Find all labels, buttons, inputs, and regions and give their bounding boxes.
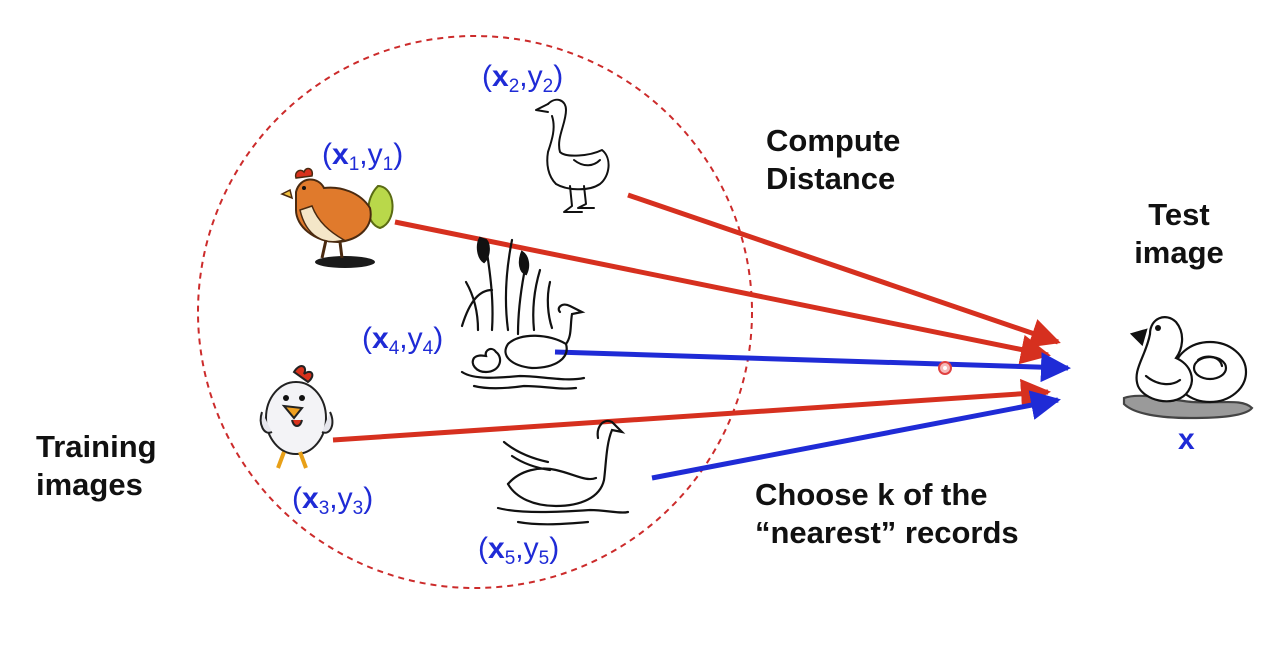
label-x5-y5: (x5,y5) xyxy=(478,532,560,569)
rooster-icon xyxy=(280,167,394,268)
test-vector-x: x xyxy=(1178,423,1195,456)
ducklings-reeds-icon xyxy=(460,236,586,390)
arrow-goose-to-test xyxy=(627,192,1061,348)
chick-icon xyxy=(259,365,334,469)
label-x2-y2: (x2,y2) xyxy=(482,60,564,97)
arrow-ducklings-to-test xyxy=(554,349,1071,383)
arrow-swan-to-test xyxy=(651,390,1061,481)
choose-nearest-text: Choose k of the “nearest” records xyxy=(755,477,1019,550)
goose-icon xyxy=(535,98,610,213)
training-images-text: Training images xyxy=(36,429,157,502)
swan-icon xyxy=(496,419,630,526)
test-duck-ring-icon xyxy=(1122,316,1254,420)
label-x1-y1: (x1,y1) xyxy=(322,138,404,175)
training-set-boundary xyxy=(197,35,753,589)
test-image-text: Test image xyxy=(1134,197,1224,270)
compute-distance-text: Compute Distance xyxy=(766,123,901,196)
arrow-rooster-to-test xyxy=(394,219,1051,365)
pointer-dot-center xyxy=(943,366,947,370)
label-x4-y4: (x4,y4) xyxy=(362,322,444,359)
label-x3-y3: (x3,y3) xyxy=(292,482,374,519)
arrow-chick-to-test xyxy=(332,378,1051,443)
